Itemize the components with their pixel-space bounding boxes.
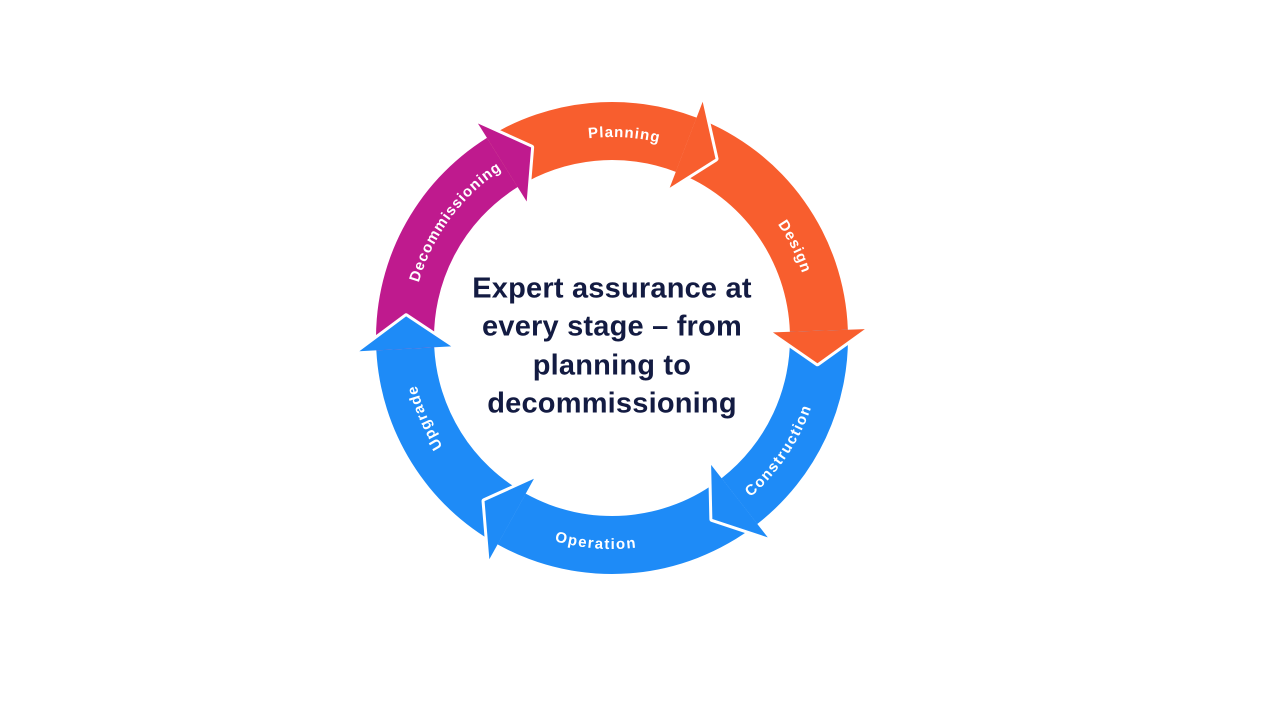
arrowhead-icon-construction [711,464,768,538]
segment-band-upgrade [376,347,526,545]
arrowhead-icon-operation [484,478,534,560]
arrowhead-icon-upgrade [359,316,452,352]
segment-band-design [675,117,848,332]
center-caption: Expert assurance at every stage – from p… [472,272,752,420]
segment-label-planning: Planning [587,123,662,146]
segment-band-decommissioning [375,137,518,351]
segment-band-operation [497,478,758,575]
arrowhead-icon-planning [669,101,716,188]
segment-band-construction [721,329,849,524]
segment-band-planning [486,102,697,188]
arrowhead-icon-decommissioning [477,123,532,202]
arrowhead-icon-design [772,329,865,364]
segment-arrowheads [357,101,867,560]
segment-bands [375,102,849,575]
